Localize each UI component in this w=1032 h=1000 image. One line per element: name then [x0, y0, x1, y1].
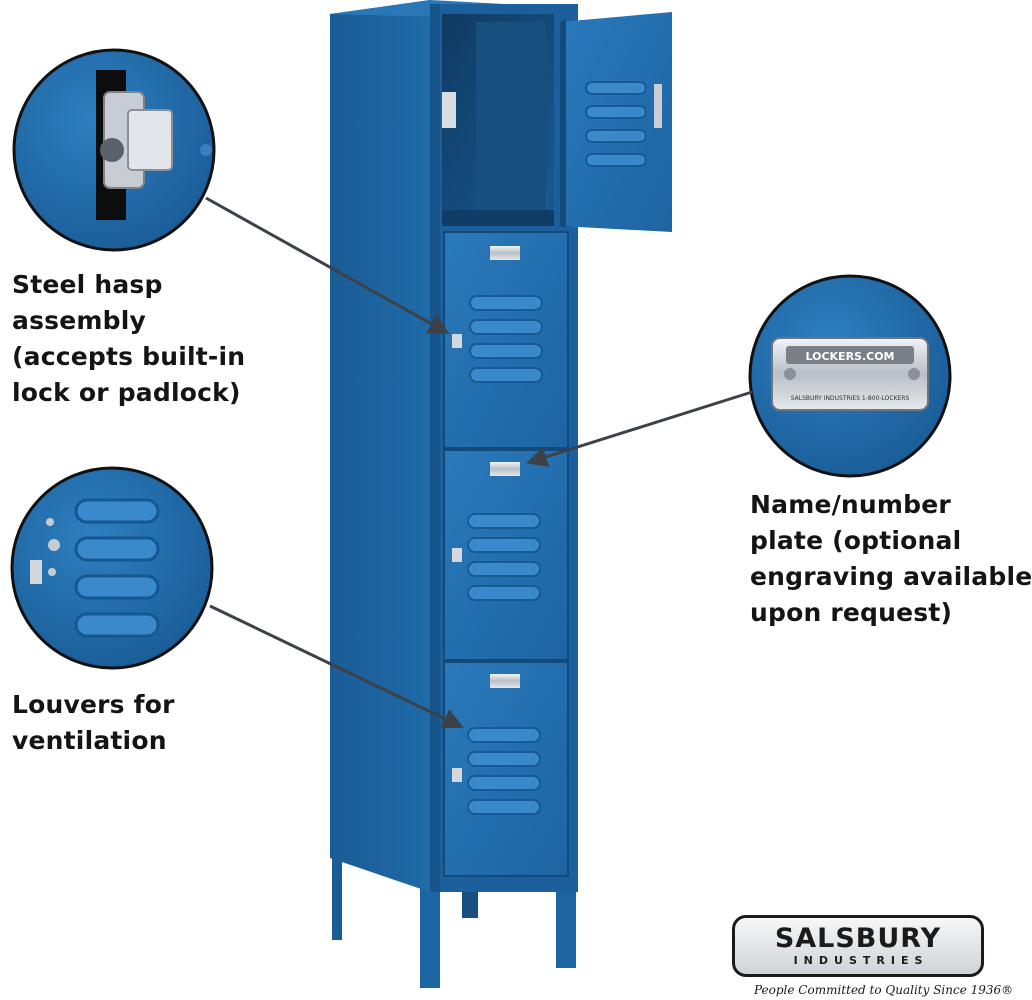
- hasp-detail-circle: [12, 48, 216, 252]
- louvers-detail-circle: [10, 466, 214, 670]
- hasp-callout-label: Steel hasp assembly (accepts built-in lo…: [12, 267, 245, 411]
- locker-door-4[interactable]: [443, 661, 569, 877]
- number-plate-icon: [490, 462, 520, 476]
- hasp-pointer-arrow: [205, 196, 450, 335]
- hasp-callout-line: assembly: [12, 306, 146, 335]
- nameplate-callout-line: plate (optional: [750, 526, 962, 555]
- hasp-callout-line: lock or padlock): [12, 378, 241, 407]
- louvers-icon: [467, 513, 541, 601]
- inner-hasp-icon: [442, 92, 456, 128]
- open-door[interactable]: [560, 12, 672, 232]
- locker-illustration: LOCKERS.COM SALSBURY INDUSTRIES 1-800-LO…: [10, 0, 952, 988]
- nameplate-callout-line: engraving available: [750, 562, 1032, 591]
- nameplate-bottom-text: SALSBURY INDUSTRIES 1-800-LOCKERS: [791, 395, 910, 402]
- louvers-pointer-arrow: [209, 604, 464, 729]
- nameplate-top-text: LOCKERS.COM: [805, 350, 894, 363]
- hasp-icon: [452, 768, 462, 782]
- louvers-icon: [469, 295, 543, 383]
- louvers-callout-label: Louvers for ventilation: [12, 687, 175, 759]
- louvers-callout-line: ventilation: [12, 726, 167, 755]
- pointer-arrows: [205, 196, 753, 729]
- nameplate-callout-label: Name/number plate (optional engraving av…: [750, 487, 1032, 631]
- locker-door-3[interactable]: [443, 449, 569, 661]
- brand-name: SALSBURY: [774, 923, 942, 954]
- louvers-callout-line: Louvers for: [12, 690, 175, 719]
- louvers-icon: [467, 727, 541, 815]
- number-plate-icon: [490, 674, 520, 688]
- hasp-icon: [452, 334, 462, 348]
- nameplate-callout-line: Name/number: [750, 490, 951, 519]
- salsbury-logo[interactable]: SALSBURY INDUSTRIES: [732, 915, 984, 977]
- nameplate-pointer-arrow: [525, 390, 753, 467]
- hasp-callout-line: Steel hasp: [12, 270, 163, 299]
- nameplate-callout-line: upon request): [750, 598, 953, 627]
- nameplate-detail-circle: LOCKERS.COM SALSBURY INDUSTRIES 1-800-LO…: [748, 274, 952, 478]
- locker-side-panel: [330, 0, 430, 892]
- number-plate-icon: [490, 246, 520, 260]
- open-door-louvers-icon: [585, 81, 647, 167]
- brand-tagline: People Committed to Quality Since 1936®: [754, 983, 1014, 997]
- locker-door-2[interactable]: [443, 231, 569, 449]
- locker-legs: [332, 855, 576, 988]
- hasp-icon: [452, 548, 462, 562]
- brand-subname: INDUSTRIES: [793, 954, 929, 967]
- hasp-callout-line: (accepts built-in: [12, 342, 246, 371]
- open-compartment: [442, 14, 554, 226]
